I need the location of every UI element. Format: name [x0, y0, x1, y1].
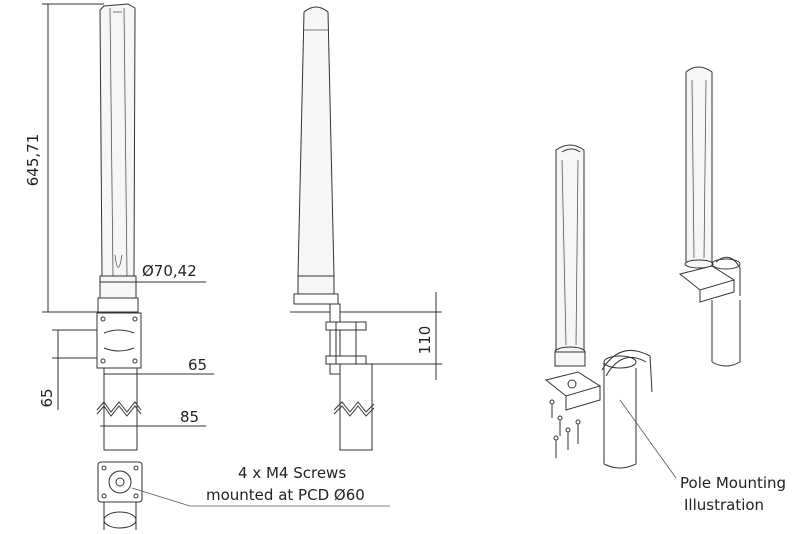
iso1-screws — [549, 399, 581, 458]
dim-plate-height: 65 — [38, 388, 56, 407]
note-screws-line1: 4 x M4 Screws — [238, 464, 346, 482]
iso2-radome — [685, 66, 713, 263]
iso2-plate — [678, 265, 736, 291]
side-view: 110 — [290, 6, 442, 451]
note-screws-line2: mounted at PCD Ø60 — [206, 486, 365, 504]
front-mounting-plate — [96, 312, 142, 369]
dim-pole-width: 85 — [180, 408, 199, 426]
iso1-plate — [544, 371, 602, 397]
front-base-collar — [99, 275, 137, 299]
dim-diameter: Ø70,42 — [142, 262, 197, 280]
bottom-connector — [108, 470, 132, 494]
iso-view-exploded: Pole Mounting Illustration — [544, 144, 786, 514]
dim-bracket-width: 65 — [188, 356, 207, 374]
bottom-view: 4 x M4 Screws mounted at PCD Ø60 — [97, 461, 390, 530]
iso-view-assembled — [678, 66, 741, 367]
iso1-radome — [555, 144, 585, 351]
front-radome — [99, 3, 136, 277]
note-pole-line2: Illustration — [684, 496, 764, 514]
iso2-pole — [711, 300, 741, 362]
side-radome — [297, 6, 335, 277]
side-bracket — [329, 303, 341, 375]
front-view: 645,71 Ø70,42 65 65 85 — [24, 3, 214, 451]
side-pole — [339, 364, 373, 451]
note-pole-line1: Pole Mounting — [680, 474, 786, 492]
dim-bracket-height: 110 — [416, 326, 434, 355]
iso1-pole — [603, 362, 637, 464]
dim-overall-height: 645,71 — [24, 134, 42, 187]
